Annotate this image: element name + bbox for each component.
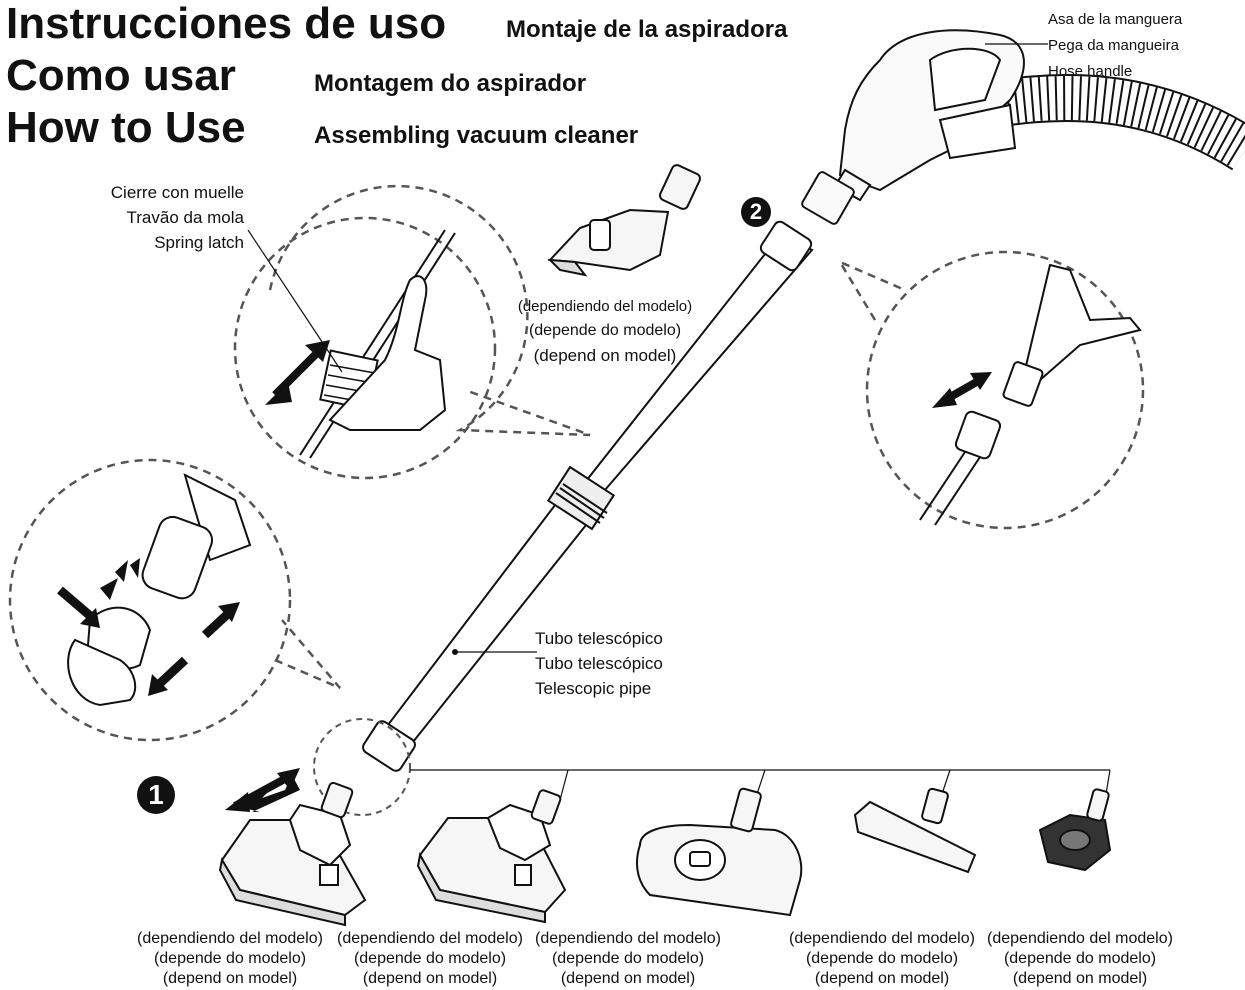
nozzle-4-parquet-icon	[853, 787, 977, 874]
heading-es: Instrucciones de uso	[6, 0, 447, 48]
crevice-caption-pt: (depende do modelo)	[528, 322, 682, 339]
hose-handle-icon	[801, 29, 1025, 225]
heading-pt: Como usar	[6, 51, 236, 100]
nozzle-2-caption-es: (dependiendo del modelo)	[337, 930, 523, 947]
spring-latch-label-en: Spring latch	[154, 233, 244, 252]
hose-connection-detail	[836, 250, 1145, 530]
accessory-connection-detail	[8, 458, 341, 742]
crevice-caption-en: (depend on model)	[533, 346, 677, 365]
nozzle-2-caption-pt: (depende do modelo)	[353, 950, 507, 967]
nozzle-4-caption-pt: (depende do modelo)	[805, 950, 959, 967]
double-arrow-step1	[225, 768, 300, 812]
nozzle-1-caption-en: (depend on model)	[162, 970, 298, 987]
nozzle-2-icon	[416, 789, 567, 924]
crevice-tool-icon	[547, 164, 701, 277]
nozzle-4-caption-en: (depend on model)	[814, 970, 950, 987]
nozzle-3-turbo-brush-icon	[636, 787, 803, 917]
nozzle-1-caption-pt: (depende do modelo)	[153, 950, 307, 967]
hose-handle-label-es: Asa de la manguera	[1048, 11, 1183, 28]
nozzle-5-caption-pt: (depende do modelo)	[1003, 950, 1157, 967]
subheading-en: Assembling vacuum cleaner	[314, 122, 639, 149]
crevice-caption-es: (dependiendo del modelo)	[517, 298, 693, 315]
nozzle-4-caption-es: (dependiendo del modelo)	[789, 930, 975, 947]
telescopic-pipe-icon	[362, 220, 814, 772]
nozzle-5-caption-en: (depend on model)	[1012, 970, 1148, 987]
spring-latch-detail	[233, 184, 591, 480]
step-2-badge: ❷2	[741, 197, 771, 227]
hose-handle-label-pt: Pega da mangueira	[1048, 37, 1179, 54]
nozzle-3-caption-pt: (depende do modelo)	[551, 950, 705, 967]
telescopic-pipe-label-pt: Tubo telescópico	[535, 654, 663, 673]
subheading-pt: Montagem do aspirador	[314, 70, 587, 97]
pipe-end-highlight	[313, 718, 411, 816]
spring-latch-label-pt: Travão da mola	[126, 208, 244, 227]
heading-en: How to Use	[6, 103, 246, 152]
subheading-es: Montaje de la aspiradora	[506, 16, 788, 43]
nozzle-3-caption-es: (dependiendo del modelo)	[535, 930, 721, 947]
nozzle-5-caption-es: (dependiendo del modelo)	[987, 930, 1173, 947]
telescopic-pipe-label-en: Telescopic pipe	[535, 679, 652, 698]
telescopic-pipe-label-es: Tubo telescópico	[535, 629, 663, 648]
nozzle-2-caption-en: (depend on model)	[362, 970, 498, 987]
nozzle-1-caption-es: (dependiendo del modelo)	[137, 930, 323, 947]
nozzle-5-mini-turbo-icon	[1038, 788, 1112, 872]
nozzle-1-icon	[218, 781, 367, 927]
spring-latch-label-es: Cierre con muelle	[110, 183, 244, 202]
step-1-badge: ❶1	[137, 776, 175, 814]
nozzle-3-caption-en: (depend on model)	[560, 970, 696, 987]
